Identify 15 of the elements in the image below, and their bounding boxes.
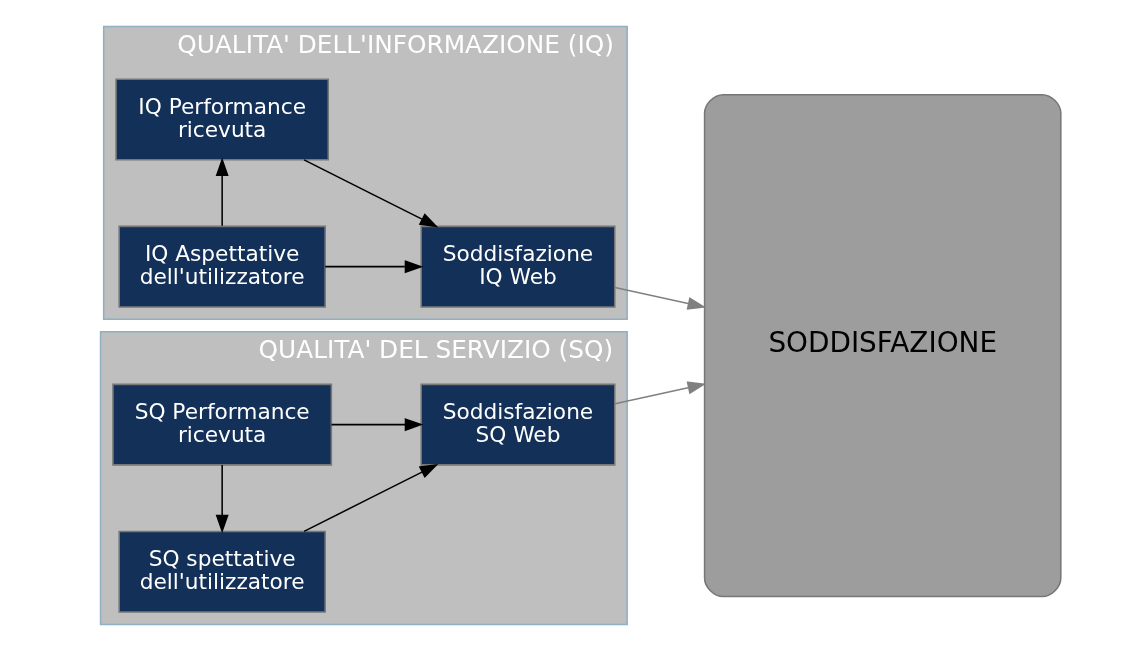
node-box: SQ spettative dell'utilizzatore (117, 530, 326, 613)
node-box: IQ Aspettative dell'utilizzatore (117, 225, 326, 308)
node-box: Soddisfazione IQ Web (419, 225, 616, 308)
arrow (302, 463, 438, 533)
node-box: Soddisfazione SQ Web (419, 383, 616, 466)
arrow (215, 157, 229, 227)
arrow (302, 159, 438, 228)
arrow (330, 418, 423, 432)
node-box: SQ Performance ricevuta (111, 383, 332, 466)
arrow (613, 286, 706, 310)
node-box: IQ Performance ricevuta (114, 78, 329, 161)
arrow (215, 464, 229, 534)
node-box: SODDISFAZIONE (703, 93, 1062, 598)
arrow (613, 381, 706, 405)
arrow (324, 260, 423, 274)
